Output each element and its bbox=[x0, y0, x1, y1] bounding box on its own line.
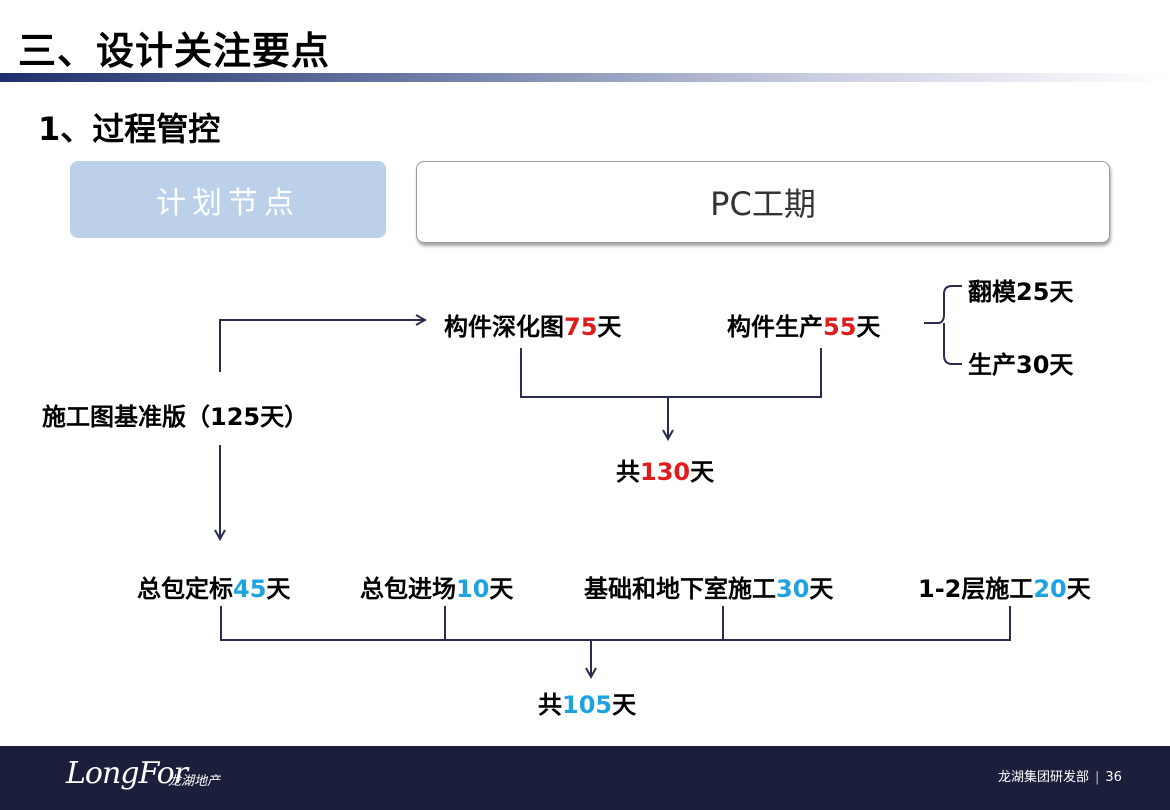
tab-pc-schedule[interactable]: PC工期 bbox=[416, 161, 1110, 243]
footer-bar bbox=[0, 746, 1170, 810]
node-mold: 翻模25天 bbox=[968, 278, 1074, 306]
company-logo-cn: 龙湖地产 bbox=[168, 774, 221, 789]
brace-production bbox=[924, 285, 962, 365]
page-title: 三、设计关注要点 bbox=[18, 29, 331, 73]
node-bid: 总包定标45天 bbox=[137, 575, 291, 603]
footer-dept-page: 龙湖集团研发部|36 bbox=[998, 770, 1122, 785]
node-entry: 总包进场10天 bbox=[360, 575, 514, 603]
node-production: 构件生产55天 bbox=[727, 313, 881, 341]
node-total-pc: 共130天 bbox=[616, 458, 715, 486]
arrow-to-deepening bbox=[219, 320, 424, 372]
page-number: 36 bbox=[1105, 770, 1122, 785]
node-produce: 生产30天 bbox=[968, 351, 1074, 379]
node-foundation: 基础和地下室施工30天 bbox=[584, 575, 834, 603]
bracket-pc bbox=[520, 348, 822, 398]
company-logo: LongFor bbox=[66, 756, 188, 791]
node-baseline: 施工图基准版（125天） bbox=[42, 403, 309, 431]
section-subtitle: 1、过程管控 bbox=[38, 110, 221, 148]
node-floors: 1-2层施工20天 bbox=[918, 575, 1091, 603]
bracket-site bbox=[220, 606, 1011, 641]
tab-plan-nodes[interactable]: 计划节点 bbox=[70, 161, 386, 238]
title-underline bbox=[0, 73, 1170, 82]
node-deepening: 构件深化图75天 bbox=[444, 313, 622, 341]
node-total-site: 共105天 bbox=[538, 691, 637, 719]
